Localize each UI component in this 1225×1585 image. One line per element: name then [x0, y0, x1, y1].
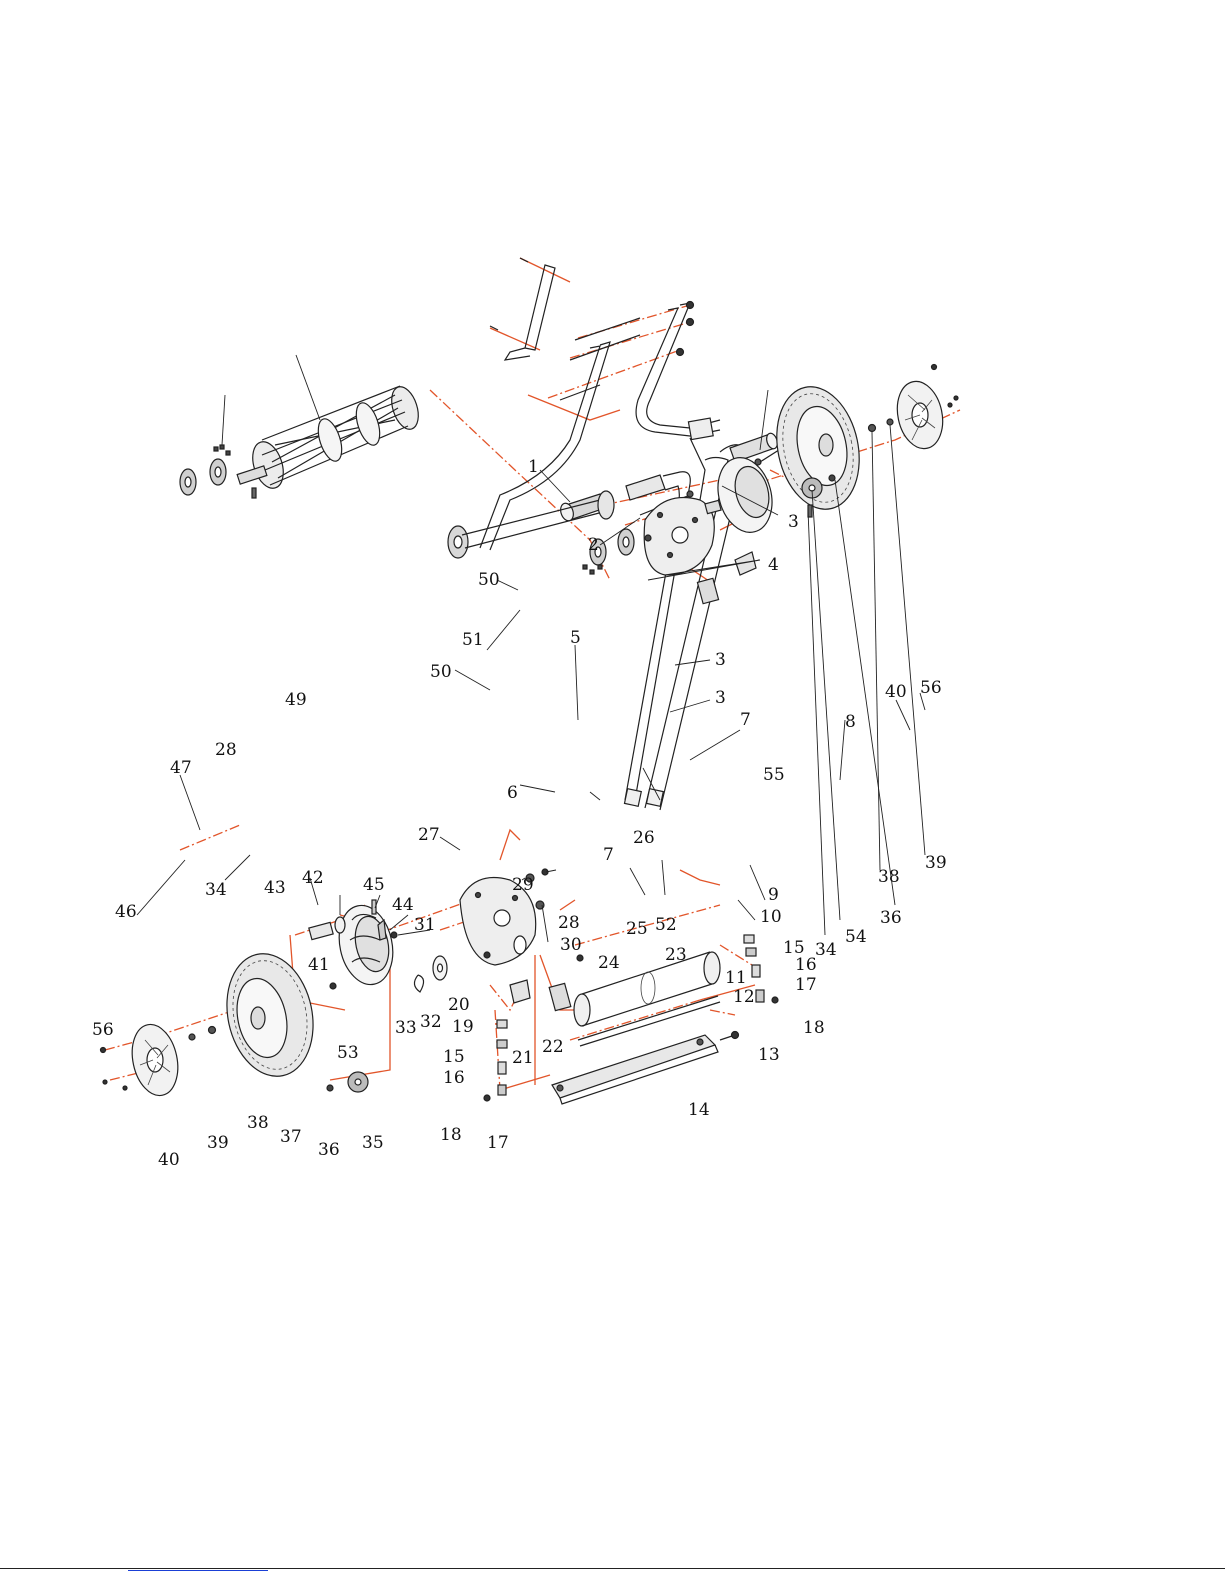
callout-18: 18	[440, 1125, 462, 1145]
callout-6: 6	[507, 783, 518, 803]
left-gear-cover-53	[309, 900, 447, 992]
callout-8: 8	[845, 712, 856, 732]
callout-38: 38	[878, 867, 900, 887]
callout-31: 31	[414, 915, 436, 935]
callout-56: 56	[920, 678, 942, 698]
callout-23: 23	[665, 945, 687, 965]
callout-55: 55	[763, 765, 785, 785]
callout-29: 29	[512, 875, 534, 895]
callout-52: 52	[655, 915, 677, 935]
callout-21: 21	[512, 1048, 534, 1068]
right-hubcap	[869, 365, 959, 453]
callout-22: 22	[542, 1037, 564, 1057]
callout-51: 51	[462, 630, 484, 650]
callout-7: 7	[603, 845, 614, 865]
callout-15: 15	[443, 1047, 465, 1067]
callout-43: 43	[264, 878, 286, 898]
left-hubcap	[101, 1020, 216, 1100]
callout-4: 4	[768, 555, 779, 575]
callout-27: 27	[418, 825, 440, 845]
callout-49: 49	[285, 690, 307, 710]
callout-26: 26	[633, 828, 655, 848]
footnote-link-underline[interactable]	[128, 1570, 268, 1571]
callout-16: 16	[443, 1068, 465, 1088]
callout-17: 17	[795, 975, 817, 995]
callout-18: 18	[803, 1018, 825, 1038]
callout-13: 13	[758, 1045, 780, 1065]
callout-40: 40	[885, 682, 907, 702]
callout-33: 33	[395, 1018, 417, 1038]
callout-54: 54	[845, 927, 867, 947]
callout-17: 17	[487, 1133, 509, 1153]
callout-labels: 1 2 3 4 50 51 5 3 3 50 49 28 47 7 40 56 …	[92, 457, 947, 1170]
callout-45: 45	[363, 875, 385, 895]
callout-56: 56	[92, 1020, 114, 1040]
callout-19: 19	[452, 1017, 474, 1037]
callout-25: 25	[626, 919, 648, 939]
callout-53: 53	[337, 1043, 359, 1063]
callout-3: 3	[715, 688, 726, 708]
callout-30: 30	[560, 935, 582, 955]
left-side-plate-20	[460, 869, 548, 965]
callout-40: 40	[158, 1150, 180, 1170]
reel-49	[237, 383, 423, 492]
callout-14: 14	[688, 1100, 710, 1120]
cutter-bar-14	[552, 1032, 739, 1105]
callout-7: 7	[740, 710, 751, 730]
callout-50: 50	[430, 662, 452, 682]
callout-2: 2	[588, 535, 599, 555]
callout-1: 1	[528, 457, 539, 477]
callout-39: 39	[925, 853, 947, 873]
callout-44: 44	[392, 895, 414, 915]
callout-42: 42	[302, 868, 324, 888]
callout-34: 34	[815, 940, 837, 960]
callout-38: 38	[247, 1113, 269, 1133]
callout-24: 24	[598, 953, 620, 973]
callout-41: 41	[308, 955, 330, 975]
footnote-rule	[0, 1568, 1225, 1569]
callout-9: 9	[768, 885, 779, 905]
callout-35: 35	[362, 1133, 384, 1153]
callout-36: 36	[880, 908, 902, 928]
callout-20: 20	[448, 995, 470, 1015]
callout-46: 46	[115, 902, 137, 922]
callout-47: 47	[170, 758, 192, 778]
callout-36: 36	[318, 1140, 340, 1160]
callout-32: 32	[420, 1012, 442, 1032]
assembly-lines	[105, 258, 960, 1090]
callout-34: 34	[205, 880, 227, 900]
callout-16: 16	[795, 955, 817, 975]
callout-50: 50	[478, 570, 500, 590]
callout-12: 12	[733, 987, 755, 1007]
adjuster-parts	[510, 955, 583, 1011]
callout-3: 3	[715, 650, 726, 670]
left-wheel-37	[216, 946, 368, 1092]
left-adjuster-stack	[484, 1020, 507, 1101]
callout-37: 37	[280, 1127, 302, 1147]
callout-5: 5	[570, 628, 581, 648]
callout-11: 11	[725, 968, 747, 988]
callout-28: 28	[558, 913, 580, 933]
right-wheel-8	[766, 379, 870, 517]
callout-3: 3	[788, 512, 799, 532]
reel-bearings	[180, 445, 256, 498]
callout-28: 28	[215, 740, 237, 760]
callout-10: 10	[760, 907, 782, 927]
callout-39: 39	[207, 1133, 229, 1153]
